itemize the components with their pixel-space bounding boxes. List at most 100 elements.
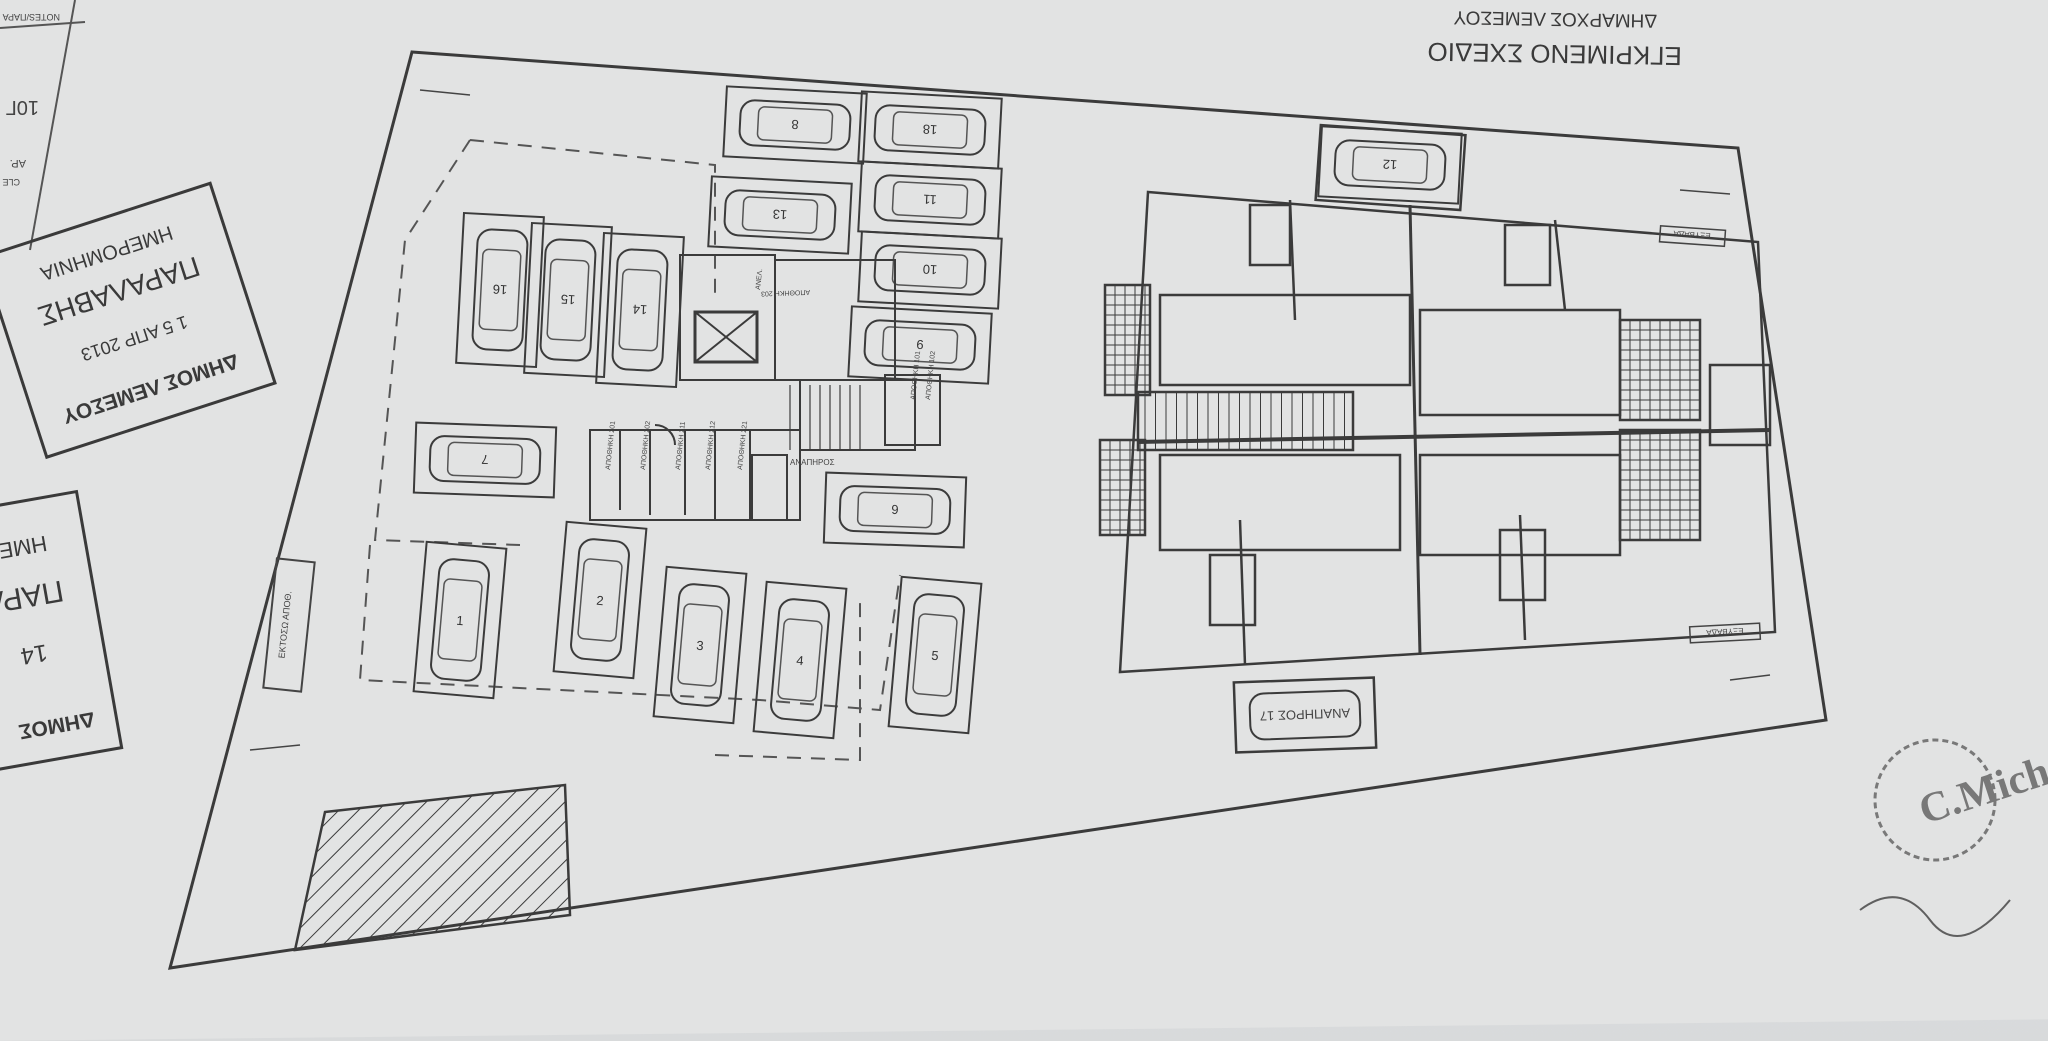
parking-12-block bbox=[1314, 123, 1467, 212]
car-cabin bbox=[618, 268, 662, 352]
approval-stamp-line2: ΔΗΜΑΡΧΟΣ ΛΕΜΕΣΟΥ bbox=[1453, 6, 1657, 31]
parking-bay bbox=[822, 471, 968, 549]
parking-space-6: 6 bbox=[822, 471, 968, 549]
parking-number: 3 bbox=[696, 638, 705, 654]
parking-number: 7 bbox=[481, 452, 489, 467]
parking-space-2: 2 bbox=[552, 520, 648, 680]
site-boundary bbox=[167, 50, 1828, 970]
car-cabin bbox=[891, 181, 969, 219]
parking-space-8: 8 bbox=[722, 85, 868, 165]
parking-space-12: 12 bbox=[1317, 125, 1463, 205]
parking-space-5: 5 bbox=[887, 575, 983, 735]
apartment-building bbox=[1098, 190, 1777, 674]
hatched-area bbox=[293, 783, 572, 952]
parking-space-15: 15 bbox=[523, 221, 613, 379]
title-block-fragment: NOTES/ΠΑΡΑ 10Γ ΑΡ. CLE bbox=[0, 0, 86, 251]
signature-text: C.Michail bbox=[1914, 735, 2048, 834]
storage-201: ΑΠΟΘΗΚΗ 201 bbox=[605, 421, 617, 471]
car-cabin bbox=[891, 251, 969, 289]
car-cabin bbox=[478, 248, 522, 332]
car-cabin bbox=[577, 558, 623, 642]
car-outline bbox=[670, 583, 730, 707]
car-outline bbox=[428, 435, 542, 485]
stamp-lower-municipality: ΔΗΜΟΣ bbox=[17, 707, 97, 743]
stamp-lower-receipt: ΠΑΡΑ bbox=[0, 574, 66, 620]
stamp-lower-date-label: ΗΜΕΡ bbox=[0, 531, 49, 567]
car-outline bbox=[873, 174, 987, 226]
entrance-sign-label: ΕΚΤΟΣΩ ΑΠΟΘ. bbox=[277, 591, 294, 659]
car-outline bbox=[471, 228, 529, 352]
car-outline bbox=[1333, 139, 1447, 191]
parking-bay bbox=[652, 565, 748, 725]
wc-label: ΑΝΑΠΗΡΟΣ bbox=[790, 458, 835, 467]
car-cabin bbox=[1351, 146, 1429, 184]
lift-label: ΑΝΕΛ. bbox=[755, 269, 764, 291]
stamp-date: 1 5 ΑΠΡ 2013 bbox=[79, 312, 191, 365]
parking-number: 4 bbox=[796, 653, 805, 669]
parking-space-4: 4 bbox=[752, 580, 848, 740]
entrance-sign: ΕΚΤΟΣΩ ΑΠΟΘ. bbox=[262, 557, 316, 693]
accessible-parking: ΑΝΑΠΗΡΟΣ 17 bbox=[1232, 676, 1378, 754]
parking-bay bbox=[857, 90, 1003, 170]
parking-number: 18 bbox=[922, 122, 937, 138]
car-cabin bbox=[756, 106, 834, 144]
parking-bay bbox=[722, 85, 868, 165]
car-cabin bbox=[891, 111, 969, 149]
parking-number: 9 bbox=[916, 337, 924, 352]
car-cabin bbox=[881, 326, 959, 364]
parking-space-3: 3 bbox=[652, 565, 748, 725]
storage-203: ΑΠΟΘΗΚΗ 203 bbox=[761, 288, 810, 297]
car-outline bbox=[863, 319, 977, 371]
parking-number: 15 bbox=[560, 292, 575, 308]
parking-bay bbox=[887, 575, 983, 735]
parking-bay bbox=[523, 221, 613, 379]
parking-number: 10 bbox=[922, 262, 937, 278]
central-core bbox=[589, 254, 941, 521]
car-outline bbox=[738, 99, 852, 151]
parking-number: 12 bbox=[1382, 157, 1397, 173]
parking-space-13: 13 bbox=[707, 175, 853, 255]
parking-number: 5 bbox=[931, 648, 940, 664]
corner-label-cle: CLE bbox=[2, 177, 20, 187]
car-outline bbox=[723, 189, 837, 241]
floor-plan-drawing: NOTES/ΠΑΡΑ 10Γ ΑΡ. CLE ΔΗΜΟΣ ΛΕΜΕΣΟΥ 1 5… bbox=[0, 0, 2048, 970]
parking-space-7: 7 bbox=[412, 421, 558, 499]
parking-number: 11 bbox=[923, 192, 937, 208]
approval-stamp-line1: ΕΓΚΡΙΜΕΝΟ ΣΧΕΔΙΟ bbox=[1427, 37, 1682, 71]
parking-bay bbox=[412, 421, 558, 499]
car-outline bbox=[539, 238, 597, 362]
apartment-hatching bbox=[1100, 285, 1700, 540]
parking-space-16: 16 bbox=[455, 211, 545, 369]
car-cabin bbox=[912, 613, 958, 697]
parking-bay bbox=[455, 211, 545, 369]
car-outline bbox=[905, 593, 965, 717]
parking-number: 1 bbox=[456, 613, 465, 629]
corner-label-10: 10Γ bbox=[6, 96, 39, 118]
receipt-stamp-lower: ΔΗΜΟΣ 14 ΠΑΡΑ ΗΜΕΡ bbox=[0, 489, 124, 781]
parking-bay bbox=[412, 540, 508, 700]
corner-label-notes: NOTES/ΠΑΡΑ bbox=[3, 12, 60, 22]
parking-bay bbox=[552, 520, 648, 680]
car-cabin bbox=[437, 578, 483, 662]
parking-bay bbox=[707, 175, 853, 255]
parking-space-1: 1 bbox=[412, 540, 508, 700]
car-cabin bbox=[777, 618, 823, 702]
parking-space-18: 18 bbox=[857, 90, 1003, 170]
parking-bay bbox=[752, 580, 848, 740]
parking-space-10: 10 bbox=[857, 230, 1003, 310]
parking-space-9: 9 bbox=[847, 305, 993, 385]
parking-number: 2 bbox=[596, 593, 605, 609]
signature-stamp: C.Michail bbox=[1859, 735, 2048, 937]
car-outline bbox=[838, 485, 952, 535]
parking-number: 8 bbox=[791, 117, 799, 132]
car-outline bbox=[570, 538, 630, 662]
parking-number: 6 bbox=[891, 502, 899, 517]
parking-number: 16 bbox=[492, 282, 507, 298]
parking-space-11: 11 bbox=[857, 160, 1003, 240]
car-outline bbox=[770, 598, 830, 722]
parking-number: 13 bbox=[772, 207, 787, 223]
car-cabin bbox=[856, 491, 934, 529]
parking-space-14: 14 bbox=[595, 231, 685, 389]
car-outline bbox=[873, 244, 987, 296]
